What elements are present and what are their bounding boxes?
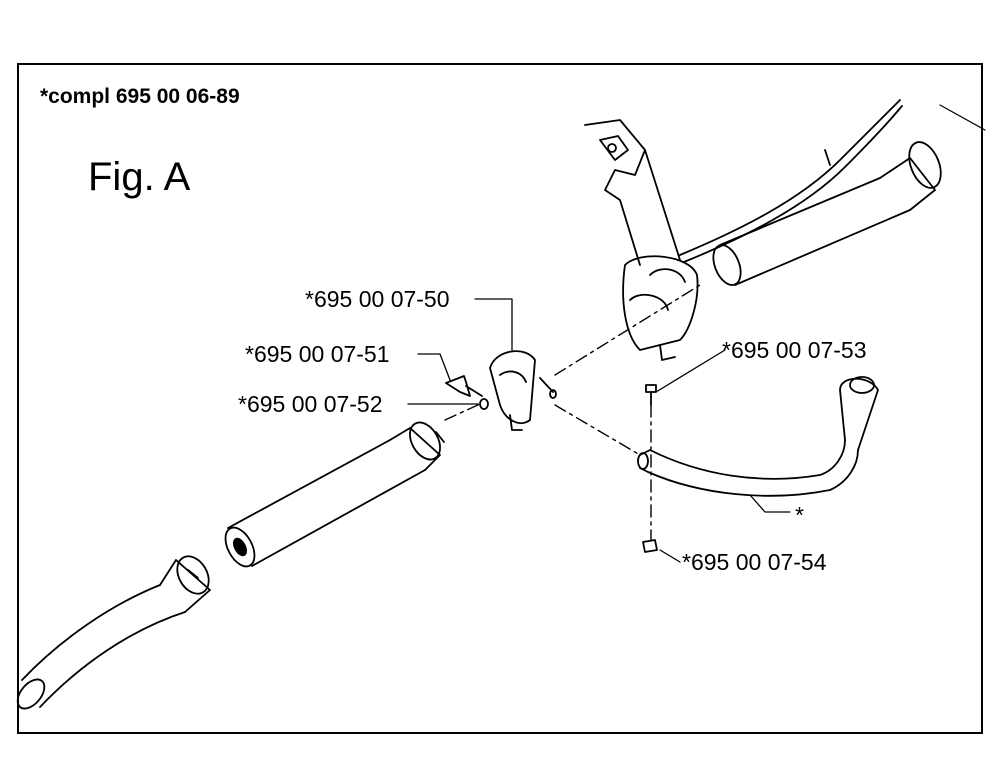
- curved-end-tube: [16, 555, 211, 710]
- wing-screw: [445, 375, 483, 397]
- figure-title: Fig. A: [88, 155, 191, 199]
- callout-695-00-07-51: *695 00 07-51: [245, 341, 390, 367]
- callout-695-00-07-54: *695 00 07-54: [682, 549, 827, 575]
- diagram-frame: [17, 63, 983, 734]
- callout-695-00-07-50: *695 00 07-50: [305, 286, 450, 312]
- assembly-axes: [444, 284, 701, 541]
- callout-695-00-07-52: *695 00 07-52: [238, 391, 383, 417]
- callout-side-handle: *: [795, 502, 804, 528]
- flex-hose-tube: [679, 99, 986, 263]
- complete-kit-note: *compl 695 00 06-89: [40, 85, 240, 108]
- throttle-handle: [584, 119, 699, 361]
- clamp-bracket: [489, 350, 557, 431]
- handle-nut: [642, 539, 658, 553]
- side-handle: [637, 376, 879, 497]
- middle-tube: [224, 421, 445, 568]
- callout-leaders: [407, 298, 791, 563]
- callout-695-00-07-53: *695 00 07-53: [722, 337, 867, 363]
- washer: [479, 398, 489, 410]
- handle-screw: [645, 384, 657, 406]
